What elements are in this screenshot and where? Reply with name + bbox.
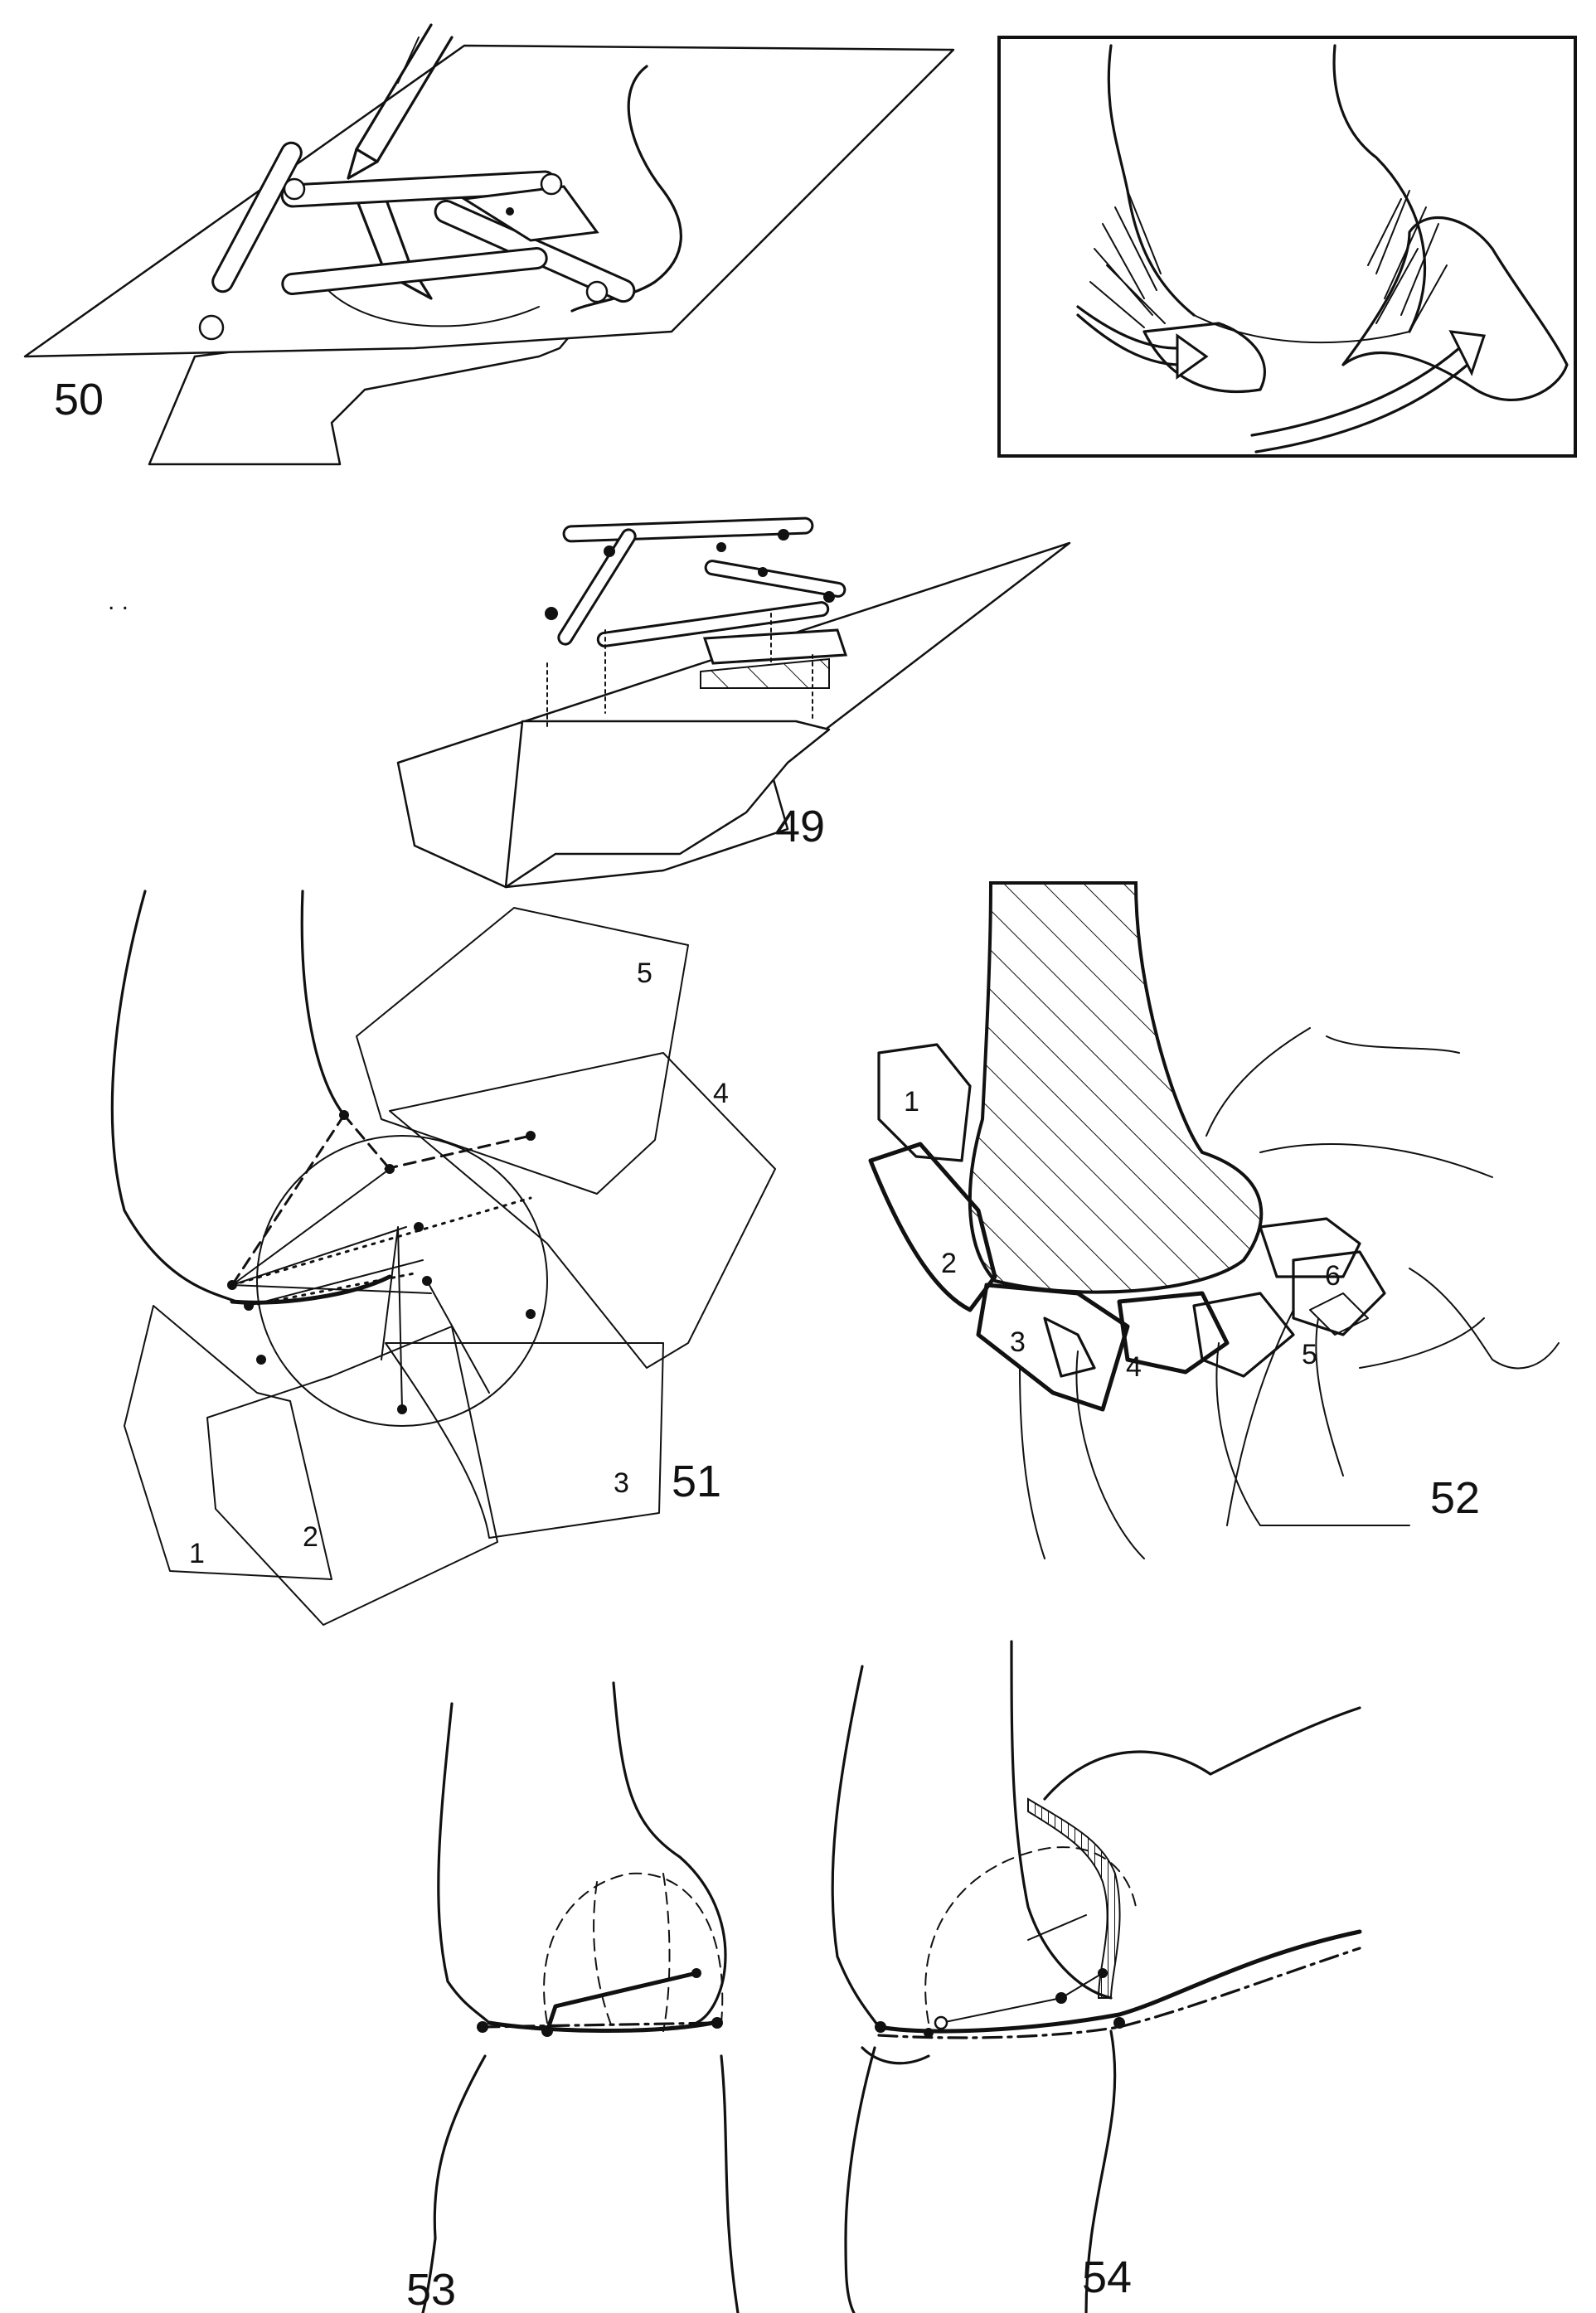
dash-dot-line <box>877 1947 1361 2039</box>
pivot-pin <box>823 591 835 603</box>
contact-vector <box>545 1971 699 2034</box>
segment-label-1: 1 <box>189 1538 205 1569</box>
figure-51-instant-centres: 1 2 3 4 5 51 <box>110 890 776 1626</box>
pencil-icon <box>347 23 454 180</box>
contact-points <box>875 1968 1125 2038</box>
curved-arrow-icon <box>1076 313 1183 366</box>
figure-53-knee-extension: 53 <box>406 1681 740 2313</box>
segment-label-2: 2 <box>941 1248 957 1279</box>
construction-line <box>940 1914 1104 2024</box>
segment-outline <box>206 1326 498 1626</box>
figure-number-52: 52 <box>1430 1473 1480 1523</box>
tracing-curve <box>314 273 540 327</box>
arrowhead-icon <box>1448 330 1487 376</box>
dashed-construction-line <box>230 1113 532 1287</box>
dashed-curve <box>543 1872 724 2024</box>
femur-outline <box>437 1702 491 2024</box>
figure-52-meniscus-pieces: 1 2 3 4 5 6 52 <box>868 881 1560 1559</box>
segment-label-5: 5 <box>1302 1339 1317 1370</box>
tibial-surface <box>876 1929 1362 2034</box>
meniscus-shape <box>1142 322 1266 394</box>
dashed-curve <box>924 1846 1137 2024</box>
femur-outline <box>1010 1640 1113 2000</box>
linkage-bar <box>704 560 847 598</box>
figure-cartilage-sliding <box>997 36 1577 458</box>
segment-label-4: 4 <box>1126 1351 1142 1383</box>
tibia-outline <box>1359 1317 1485 1369</box>
segment-outline <box>124 1305 332 1580</box>
tibia-outline <box>421 2054 487 2313</box>
linkage-bar <box>557 528 637 646</box>
curved-arrow-icon <box>1250 347 1461 437</box>
segment-label-1: 1 <box>904 1086 919 1118</box>
segment-label-3: 3 <box>1010 1326 1026 1358</box>
tibia-outline <box>844 2046 876 2313</box>
figure-number-49: 49 <box>775 802 825 851</box>
segment-label-5: 5 <box>637 958 652 989</box>
pivot-pin <box>198 314 225 341</box>
construction-line <box>231 1168 490 1410</box>
contact-points <box>477 1968 723 2037</box>
tibia-outline <box>1019 1309 1410 1559</box>
figure-50-linkage-drawing: 50 <box>23 23 955 466</box>
figure-54-knee-flexion: 54 <box>831 1640 1362 2313</box>
pivot-pin <box>283 177 306 201</box>
figure-number-51: 51 <box>672 1457 721 1506</box>
dash-dot-line <box>479 2021 719 2029</box>
joint-line <box>487 2020 716 2033</box>
svg-text:. .: . . <box>108 588 129 615</box>
hatched-femur-section <box>968 881 1264 1294</box>
instant-centre-points <box>227 1110 536 1414</box>
segment-label-4: 4 <box>713 1078 729 1109</box>
pivot-pin <box>545 607 558 620</box>
pivot-pin <box>758 567 768 577</box>
linkage-bar <box>281 247 548 295</box>
dashed-curve <box>593 1873 671 2032</box>
figure-number-53: 53 <box>406 2265 456 2313</box>
figure-number-54: 54 <box>1082 2252 1132 2302</box>
segment-label-3: 3 <box>614 1467 629 1499</box>
arrowhead-icon <box>1176 333 1209 380</box>
femoral-condyle-outline <box>1332 44 1427 333</box>
linkage-bar <box>562 516 814 543</box>
pivot-pin <box>540 172 563 196</box>
figure-49-exploded-linkage: . . 49 <box>108 516 1071 889</box>
linkage-bar <box>211 141 303 293</box>
segment-outline <box>389 1052 776 1369</box>
meniscus-segment-pieces <box>868 1043 1386 1412</box>
tibia-outline <box>720 2054 740 2313</box>
lower-paper-sheet <box>504 720 831 889</box>
curved-arrow-icon <box>1076 305 1179 350</box>
segment-label-2: 2 <box>303 1521 318 1553</box>
pivot-pin <box>778 529 789 541</box>
linkage-plate <box>702 628 848 665</box>
femur-outline <box>612 1681 727 2024</box>
femur-outline <box>110 890 238 1303</box>
hatched-template <box>700 657 830 689</box>
rotation-arrow-icon <box>861 2046 930 2065</box>
instant-centre-circle <box>256 1135 548 1427</box>
segment-outline <box>385 1342 664 1539</box>
pivot-pin <box>585 280 609 303</box>
patella-outline <box>1043 1706 1361 1801</box>
upper-paper-sheet <box>396 541 1071 889</box>
joint-line <box>1193 314 1410 344</box>
femur-outline <box>300 890 346 1117</box>
tibial-fragment <box>1341 216 1569 401</box>
assembly-guide-lines <box>546 613 813 730</box>
pivot-pin <box>716 542 726 552</box>
segment-label-6: 6 <box>1325 1260 1341 1292</box>
segment-outline <box>356 907 689 1195</box>
capsule-line <box>1205 1027 1560 1370</box>
pivot-pin <box>506 207 514 216</box>
tibia-outline <box>1084 2029 1117 2313</box>
linkage-plate <box>460 185 599 242</box>
femur-outline <box>831 1665 880 2029</box>
curved-arrow-icon <box>1254 363 1469 453</box>
hatched-cartilage <box>1027 1797 1121 1999</box>
pivot-pin <box>604 546 615 557</box>
figure-number-50: 50 <box>54 375 104 424</box>
figure-frame <box>997 36 1577 458</box>
